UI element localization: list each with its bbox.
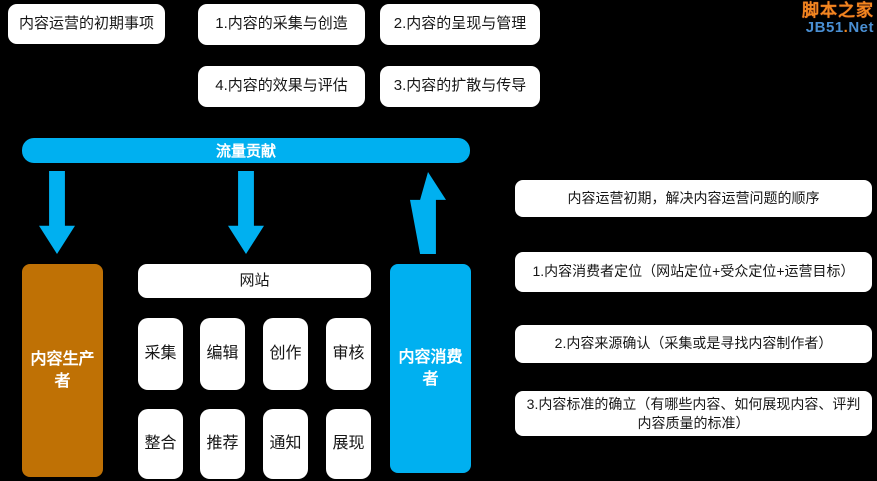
function-label: 通知 xyxy=(269,435,302,452)
content-producer-label: 内容生产者 xyxy=(30,350,95,390)
function-box-create: 创作 xyxy=(263,318,308,390)
note-box-intro: 内容运营初期，解决内容运营问题的顺序 xyxy=(515,180,872,217)
traffic-contribution-bar: 流量贡献 xyxy=(22,138,470,163)
function-box-review: 审核 xyxy=(326,318,371,390)
function-box-notify: 通知 xyxy=(263,409,308,479)
down-arrow-icon xyxy=(39,171,75,254)
note-text: 1.内容消费者定位（网站定位+受众定位+运营目标） xyxy=(532,263,855,280)
function-box-display: 展现 xyxy=(326,409,371,479)
note-box-step2: 2.内容来源确认（采集或是寻找内容制作者） xyxy=(515,325,872,363)
function-label: 编辑 xyxy=(206,345,239,362)
step-box-1: 1.内容的采集与创造 xyxy=(198,4,365,45)
step-box-4: 4.内容的效果与评估 xyxy=(198,66,365,107)
function-box-integrate: 整合 xyxy=(138,409,183,479)
note-text: 2.内容来源确认（采集或是寻找内容制作者） xyxy=(554,335,833,352)
function-box-collect: 采集 xyxy=(138,318,183,390)
function-label: 推荐 xyxy=(206,435,239,452)
note-text: 3.内容标准的确立（有哪些内容、如何展现内容、评判内容质量的标准） xyxy=(526,395,861,431)
function-label: 创作 xyxy=(269,345,302,362)
watermark-site-text: JB51.Net xyxy=(802,18,874,36)
website-box: 网站 xyxy=(138,264,371,298)
watermark: 脚本之家 JB51.Net xyxy=(802,2,874,36)
step-label: 1.内容的采集与创造 xyxy=(215,15,348,33)
note-box-step3: 3.内容标准的确立（有哪些内容、如何展现内容、评判内容质量的标准） xyxy=(515,391,872,436)
website-label: 网站 xyxy=(239,271,270,289)
diagram-title-box: 内容运营的初期事项 xyxy=(8,4,165,44)
function-label: 审核 xyxy=(332,345,365,362)
note-text: 内容运营初期，解决内容运营问题的顺序 xyxy=(567,189,820,206)
note-box-step1: 1.内容消费者定位（网站定位+受众定位+运营目标） xyxy=(515,252,872,292)
content-consumer-label: 内容消费者 xyxy=(398,348,463,388)
function-label: 采集 xyxy=(144,345,177,362)
watermark-brand-text: 脚本之家 xyxy=(802,1,874,20)
step-box-2: 2.内容的呈现与管理 xyxy=(380,4,540,45)
content-producer-box: 内容生产者 xyxy=(22,264,103,477)
function-label: 整合 xyxy=(144,435,177,452)
watermark-site-dot: . xyxy=(843,18,849,36)
step-box-3: 3.内容的扩散与传导 xyxy=(380,66,540,107)
watermark-site-suffix: Net xyxy=(848,18,874,36)
step-label: 3.内容的扩散与传导 xyxy=(393,77,527,95)
content-consumer-box: 内容消费者 xyxy=(390,264,471,473)
watermark-site-prefix: JB51 xyxy=(805,18,844,36)
function-box-edit: 编辑 xyxy=(200,318,245,390)
function-label: 展现 xyxy=(332,435,365,452)
up-arrow-icon xyxy=(410,172,446,254)
diagram-title: 内容运营的初期事项 xyxy=(18,14,154,32)
step-label: 2.内容的呈现与管理 xyxy=(393,15,527,33)
function-box-recommend: 推荐 xyxy=(200,409,245,479)
down-arrow-icon xyxy=(228,171,264,254)
step-label: 4.内容的效果与评估 xyxy=(215,77,348,95)
traffic-contribution-label: 流量贡献 xyxy=(215,143,276,160)
